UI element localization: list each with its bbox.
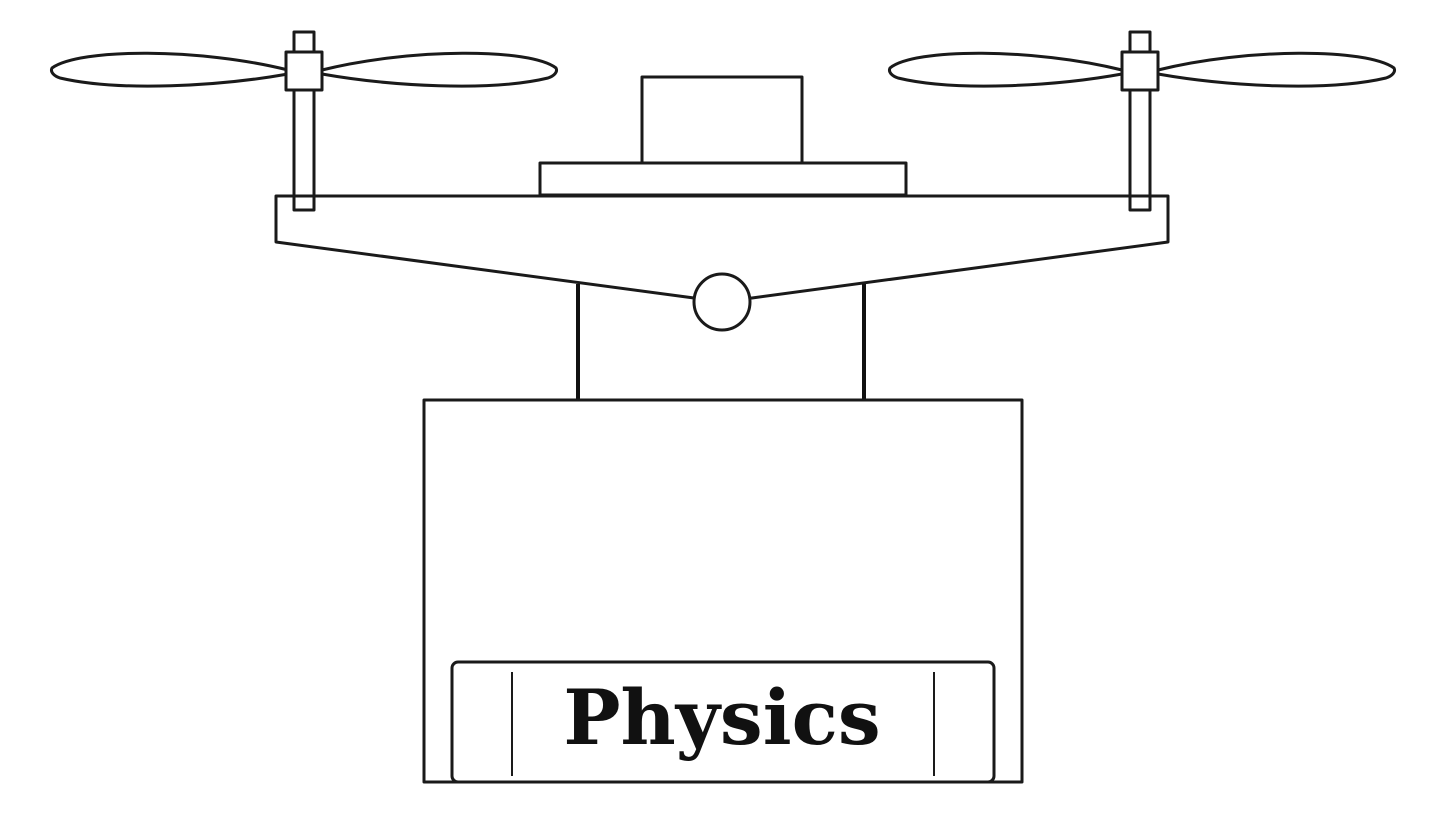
right-propeller-blade-right [1156,51,1396,88]
right-propeller-assembly [888,30,1396,212]
right-propeller-blade-left [888,51,1124,88]
top-sensor-block [640,75,804,165]
left-propeller-blade-left [50,51,290,88]
center-pivot-circle [692,272,752,332]
label-plate: Physics [450,660,996,784]
label-plate-frame [450,660,996,784]
top-mount-plate [538,161,908,197]
left-shaft-mount [292,194,316,212]
left-motor-shaft [292,86,316,212]
right-motor-hub [1120,50,1160,92]
box-label: Physics [563,673,880,762]
drone-frame [274,194,1170,300]
left-propeller-assembly [50,30,558,212]
right-motor-shaft [1128,86,1152,212]
right-shaft-mount [1128,194,1152,212]
left-propeller-blade-right [320,51,558,88]
left-motor-hub [284,50,324,92]
